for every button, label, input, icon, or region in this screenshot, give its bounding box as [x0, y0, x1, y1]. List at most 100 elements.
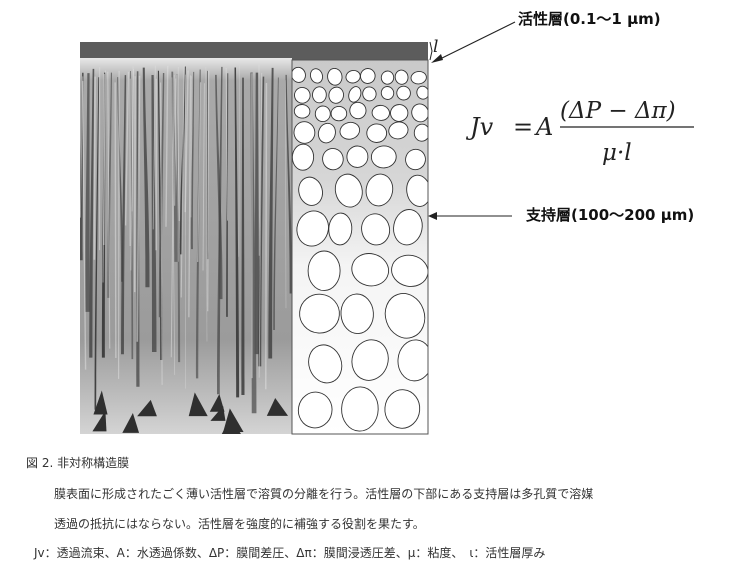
- support-cell: [340, 293, 374, 335]
- support-cell: [299, 293, 340, 334]
- debris: [210, 405, 226, 421]
- support-cell: [328, 212, 353, 246]
- support-layer-arrowhead: [428, 212, 437, 220]
- pore-wall: [197, 82, 202, 262]
- pore-wall: [180, 65, 185, 298]
- support-cell: [397, 339, 428, 382]
- debris: [221, 417, 241, 434]
- support-cell: [349, 101, 367, 120]
- support-cell: [371, 104, 390, 121]
- pore-wall: [184, 70, 189, 213]
- support-cell: [307, 250, 341, 292]
- support-cell: [406, 174, 428, 207]
- support-cell: [394, 69, 409, 85]
- support-cell: [292, 66, 306, 83]
- pore-wall: [202, 83, 205, 271]
- support-cell: [384, 389, 421, 429]
- debris: [209, 393, 225, 412]
- support-cell: [390, 104, 409, 122]
- support-cell: [396, 85, 411, 101]
- pore-wall: [124, 71, 130, 226]
- pore: [89, 68, 95, 358]
- active-layer-label: 活性層(0.1〜1 μm): [518, 10, 661, 28]
- active-layer-arrowhead: [431, 54, 443, 63]
- support-cell: [351, 339, 389, 381]
- pore: [285, 74, 292, 294]
- support-cell: [294, 86, 311, 104]
- support-cell: [327, 67, 343, 86]
- pore: [121, 75, 127, 355]
- pore-wall: [190, 76, 192, 218]
- support-cell: [309, 68, 324, 84]
- pore-wall: [225, 68, 229, 221]
- flux-equation: Jv = A (ΔP − Δπ) μ·l: [465, 98, 694, 166]
- support-cell: [360, 68, 376, 84]
- support-cell: [328, 86, 344, 104]
- equation-numerator: (ΔP − Δπ): [560, 98, 676, 124]
- pore-wall: [93, 76, 96, 260]
- support-cell: [296, 210, 329, 247]
- pore: [241, 77, 245, 396]
- support-cell: [341, 386, 379, 432]
- pore: [142, 67, 150, 288]
- support-cell: [330, 105, 348, 122]
- support-cell: [416, 85, 428, 100]
- support-cell: [348, 86, 362, 103]
- caption-text-line-2: 透過の抵抗にはならない。活性層を強度的に補強する役割を果たす。: [54, 517, 425, 531]
- pore-wall: [131, 66, 134, 212]
- figure-caption: 図 2. 非対称構造膜 膜表面に形成されたごく薄い活性層で溶質の分離を行う。活性…: [0, 446, 729, 573]
- support-cell: [308, 344, 343, 384]
- pore: [94, 77, 100, 410]
- support-cell: [413, 123, 428, 142]
- debris: [122, 412, 140, 433]
- pore-wall: [171, 77, 176, 375]
- support-cell: [393, 209, 423, 246]
- pore: [273, 77, 279, 331]
- thickness-symbol: l: [433, 37, 438, 57]
- support-cell: [345, 69, 361, 84]
- support-cell: [298, 176, 323, 206]
- support-cell: [380, 86, 395, 100]
- support-cell: [365, 173, 394, 207]
- support-cell: [346, 145, 369, 168]
- pore: [151, 74, 157, 353]
- support-cell: [351, 253, 390, 287]
- support-cell: [380, 70, 395, 85]
- membrane-figure: l 活性層(0.1〜1 μm) 支持層(100〜200 μm) Jv = A (…: [80, 10, 694, 435]
- caption-text-line-1: 膜表面に形成されたごく薄い活性層で溶質の分離を行う。活性層の下部にある支持層は多…: [54, 487, 594, 501]
- support-cell: [314, 105, 331, 123]
- support-cell: [366, 123, 388, 143]
- active-layer-arrow: [435, 21, 516, 62]
- pore: [217, 66, 223, 395]
- debris: [92, 410, 107, 432]
- pore-wall: [238, 65, 240, 257]
- support-cell: [339, 121, 361, 140]
- pore-wall: [285, 80, 287, 309]
- pore-wall: [170, 74, 175, 358]
- support-cell: [410, 71, 427, 85]
- pore: [190, 71, 195, 250]
- pore-wall: [152, 65, 156, 230]
- equation-denominator: μ·l: [602, 140, 632, 166]
- pore-wall: [258, 72, 263, 378]
- support-cell: [292, 143, 315, 171]
- support-cell: [312, 86, 327, 104]
- pore-wall: [160, 82, 163, 385]
- support-cell: [370, 145, 397, 169]
- pore-wall: [114, 82, 117, 359]
- support-cell: [334, 173, 363, 208]
- active-layer: [80, 42, 428, 60]
- support-cell: [293, 104, 311, 119]
- caption-legend-line: Jv：透過流束、A：水透過係数、ΔP：膜間差圧、Δπ：膜間浸透圧差、μ：粘度、 …: [34, 546, 546, 560]
- pore-wall: [136, 75, 141, 342]
- debris: [188, 392, 208, 417]
- support-cell: [317, 122, 336, 144]
- support-cell: [405, 148, 426, 171]
- support-cell: [362, 86, 377, 102]
- pore-wall: [165, 65, 169, 227]
- caption-heading: 図 2. 非対称構造膜: [26, 456, 130, 470]
- pore-wall: [205, 66, 208, 342]
- support-cell: [384, 293, 426, 339]
- pore: [254, 72, 260, 355]
- pore: [85, 73, 90, 312]
